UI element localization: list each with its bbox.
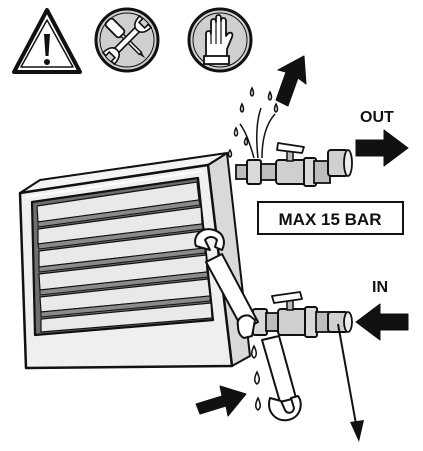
inlet-valve-handle bbox=[271, 291, 303, 311]
drip-arrow bbox=[195, 385, 247, 417]
pressure-label: MAX 15 BAR bbox=[279, 210, 382, 229]
lower-wrench bbox=[261, 335, 302, 422]
warning-triangle-icon bbox=[12, 8, 82, 74]
upper-wrench bbox=[194, 228, 259, 339]
in-label: IN bbox=[372, 279, 388, 296]
out-arrow bbox=[355, 129, 409, 167]
louver-blades bbox=[36, 181, 213, 333]
pointer-line-arrow bbox=[337, 323, 364, 442]
leak-drips bbox=[251, 344, 261, 411]
gloves-icon bbox=[187, 7, 253, 73]
out-label: OUT bbox=[360, 109, 394, 126]
outlet-valve-handle bbox=[276, 142, 305, 162]
leak-arrow bbox=[275, 55, 307, 107]
pressure-label-box: MAX 15 BAR bbox=[257, 201, 404, 235]
heater-unit bbox=[18, 152, 251, 370]
in-arrow bbox=[355, 303, 409, 341]
leak-spray bbox=[227, 86, 279, 159]
outlet-pipe bbox=[235, 149, 353, 187]
tools-icon bbox=[94, 7, 160, 73]
